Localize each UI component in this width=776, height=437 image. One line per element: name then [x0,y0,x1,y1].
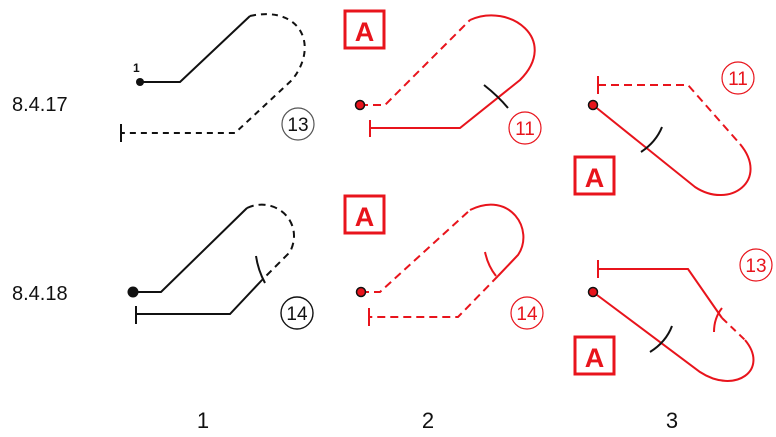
box-letter: A [585,163,605,193]
start-dot-r2c3 [587,286,599,298]
start-dot-r1c2 [354,99,366,111]
column-label-1: 1 [197,408,209,433]
dashed-line [721,317,746,341]
circled-number-r1c3: 11 [728,69,748,90]
pattern-r1c3 [592,76,752,197]
arc-mark-r2c3 [649,325,673,353]
number-circle-r2c2 [510,296,544,330]
box-a-r1c3: A [573,155,616,196]
number-circle-r2c1 [280,296,314,330]
dashed-line [246,203,295,281]
number-circle-r1c3 [721,61,755,95]
box-a-r2c3: A [573,335,616,376]
circled-number-r1c1: 13 [287,115,308,136]
dashed-line-upper [361,209,471,293]
pattern-r2c1 [133,203,295,324]
number-circle-r2c3 [739,248,773,282]
arc-mark-red [713,307,723,333]
circled-number-r1c2: 11 [515,119,535,140]
dashed-line [121,13,306,134]
start-dot-r2c1 [127,286,139,298]
solid-line-lower [592,291,755,382]
box-a-r1c2: A [343,9,386,50]
start-dot-r2c2 [355,286,367,298]
dashed-line [598,84,741,145]
box-letter: A [355,202,375,232]
box-letter: A [585,343,605,373]
start-dot-r1c3 [587,99,599,111]
solid-line [370,14,536,129]
circled-number-r2c1: 14 [286,304,308,325]
number-circle-r1c2 [508,111,542,145]
solid-line-upper [598,268,723,319]
box-a-r2c2: A [343,194,386,235]
solid-line [592,104,752,197]
arc-mark-r1c2 [483,84,509,109]
circled-number-r2c2: 14 [516,304,538,325]
box-letter: A [355,17,375,47]
arc-mark [484,251,497,277]
solid-line [133,207,248,293]
column-label-2: 2 [422,408,434,433]
row-label-8-4-18: 8.4.18 [12,283,68,305]
pattern-r2c3 [592,260,755,382]
return-line [136,279,263,315]
solid-line [469,203,525,277]
row-label-8-4-17: 8.4.17 [12,94,68,116]
pattern-r2c2 [361,203,525,326]
solid-line [140,15,251,83]
number-circle-r1c1 [281,107,315,141]
dashed-line-lower [369,275,499,318]
dashed-line [360,19,471,106]
arc-mark [255,255,266,284]
start-number: 1 [133,61,140,75]
pattern-r1c1 [120,13,306,142]
arc-mark-r1c3 [640,126,663,153]
pattern-r1c2 [360,14,536,137]
circled-number-r2c3: 13 [745,256,766,277]
column-label-3: 3 [666,408,678,433]
